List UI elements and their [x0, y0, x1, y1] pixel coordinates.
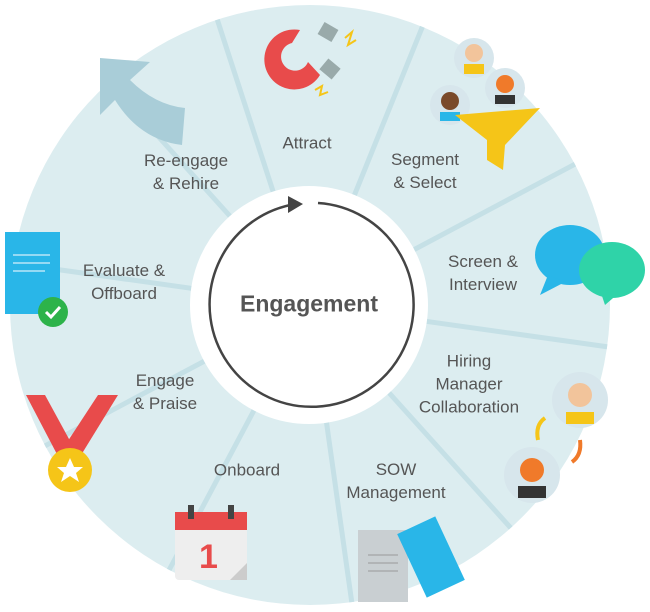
segment-divider — [348, 25, 425, 204]
stage-onboard: Onboard — [214, 459, 280, 482]
center-label: Engagement — [239, 290, 379, 317]
stage-label: Offboard — [91, 284, 157, 303]
medal-icon — [26, 395, 118, 492]
stage-label: Manager — [435, 374, 503, 394]
stage-sow-management: SOW Management — [346, 458, 445, 504]
segment-divider — [214, 18, 279, 202]
segment-divider — [405, 161, 577, 256]
chat-bubbles-icon — [535, 225, 645, 305]
stage-label: SOW — [375, 460, 417, 479]
cycle-arrow — [208, 201, 415, 408]
segment-divider — [43, 354, 215, 449]
funnel-people-icon — [430, 38, 540, 170]
stage-reengage-rehire: Re-engage & Rehire — [144, 149, 228, 195]
return-arrow-icon — [100, 58, 185, 145]
stage-label: Re-engage — [143, 151, 229, 170]
inner-circle — [190, 186, 428, 424]
stage-attract: Attract — [282, 132, 331, 155]
calendar-icon — [175, 505, 247, 580]
stage-label: Engage — [135, 371, 195, 390]
stage-label: & Praise — [132, 394, 198, 413]
people-exchange-icon — [504, 372, 608, 503]
stage-label: Hiring — [446, 351, 492, 371]
segment-divider — [381, 385, 513, 530]
cycle-arrowhead-icon — [288, 196, 303, 213]
checked-document-icon — [5, 232, 68, 327]
stage-label: Interview — [448, 275, 518, 294]
stage-label: Evaluate & — [82, 261, 166, 280]
stage-engage-praise: Engage & Praise — [133, 369, 197, 415]
stage-screen-interview: Screen & Interview — [448, 250, 518, 296]
stage-evaluate-offboard: Evaluate & Offboard — [83, 259, 165, 305]
calendar-day: 1 — [199, 538, 218, 576]
stage-label: Management — [346, 483, 446, 502]
stage-label: Collaboration — [418, 397, 520, 417]
magnet-icon — [264, 21, 357, 97]
segment-divider — [322, 413, 355, 603]
stage-label: Attract — [282, 133, 332, 153]
segment-divider — [418, 317, 608, 350]
stage-label: Screen & — [448, 252, 518, 271]
stage-label: Onboard — [213, 460, 281, 480]
stage-label: Segment — [390, 150, 460, 169]
stage-label: & Rehire — [152, 174, 220, 193]
stage-segment-select: Segment & Select — [391, 148, 459, 194]
documents-icon — [358, 516, 465, 602]
stage-label: & Select — [393, 173, 457, 192]
